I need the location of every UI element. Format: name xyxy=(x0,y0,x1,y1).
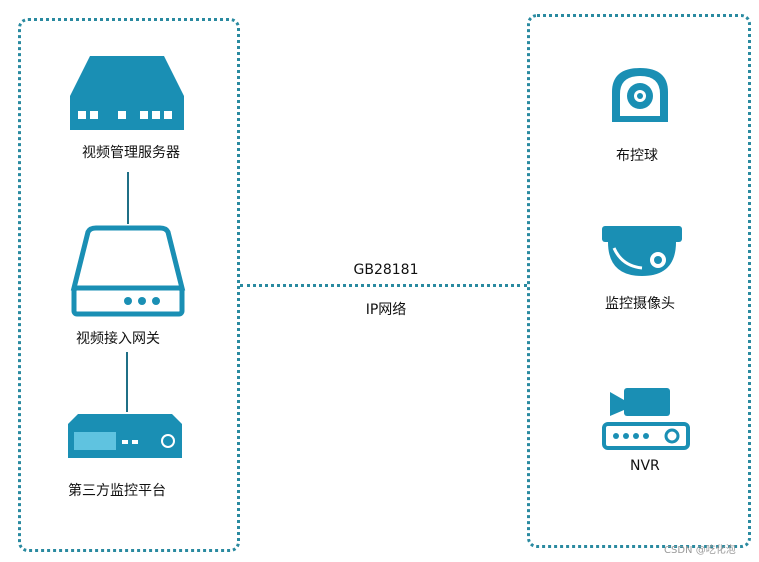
gateway-icon xyxy=(70,225,186,317)
ptz-label: 布控球 xyxy=(616,148,658,164)
right-device-group xyxy=(527,14,751,548)
watermark: CSDN @吃化泡 xyxy=(664,545,736,556)
network-link xyxy=(240,284,527,287)
gateway-label: 视频接入网关 xyxy=(76,331,160,347)
ptz-camera-icon xyxy=(612,68,668,122)
nvr-box-icon xyxy=(68,414,182,458)
left-device-group xyxy=(18,18,240,552)
nvr-label: NVR xyxy=(630,458,660,474)
dome-camera-icon xyxy=(602,226,682,276)
connector-server-gateway xyxy=(127,172,129,224)
nvr-icon xyxy=(602,388,690,450)
server-label: 视频管理服务器 xyxy=(82,145,180,161)
server-icon xyxy=(70,56,184,130)
connector-gateway-platform xyxy=(126,352,128,412)
dome-camera-label: 监控摄像头 xyxy=(605,296,675,312)
network-label: IP网络 xyxy=(365,302,407,318)
platform-label: 第三方监控平台 xyxy=(68,483,166,499)
protocol-label: GB28181 xyxy=(353,262,419,278)
